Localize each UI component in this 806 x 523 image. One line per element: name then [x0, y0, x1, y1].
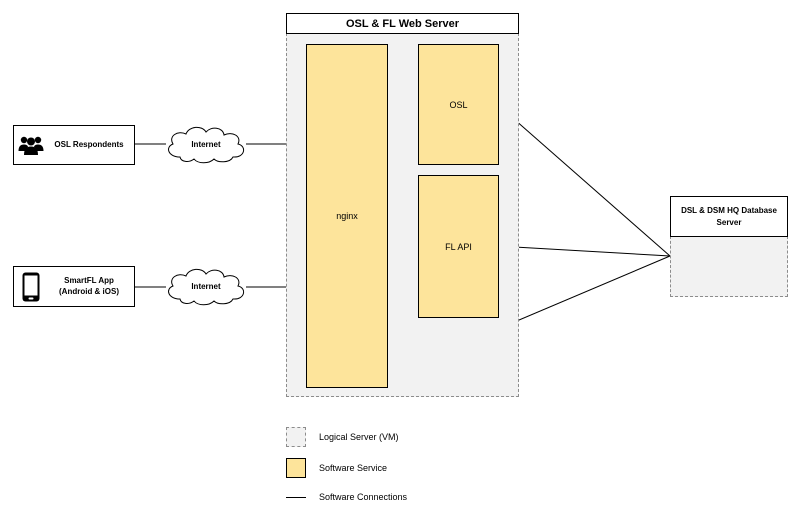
legend-software-connections-label: Software Connections — [319, 492, 408, 502]
users-icon — [18, 129, 44, 161]
service-osl: OSL — [418, 44, 499, 165]
connection-osl-db — [497, 104, 671, 257]
service-osl-label: OSL — [449, 99, 468, 110]
legend-software-service-label: Software Service — [319, 463, 388, 473]
service-nginx: nginx — [306, 44, 388, 388]
web-server-title-text: OSL & FL Web Server — [345, 17, 460, 30]
client-osl-respondents: OSL Respondents — [13, 125, 135, 165]
legend-logical-server-label: Logical Server (VM) — [319, 432, 399, 442]
database-server-vm — [670, 236, 788, 297]
cloud-icon — [168, 126, 245, 164]
database-server-title-text: DSL & DSM HQ Database Server — [681, 206, 777, 227]
connection-flapi-db — [497, 245, 671, 257]
internet-cloud-bottom-label: Internet — [191, 281, 221, 291]
client-smartfl-app-label: SmartFL App (Android & iOS) — [59, 275, 119, 296]
cloud-icon — [168, 268, 245, 306]
mobile-phone-icon — [18, 271, 44, 303]
client-osl-respondents-label: OSL Respondents — [54, 139, 124, 149]
web-server-title: OSL & FL Web Server — [286, 13, 519, 34]
internet-cloud-top-label: Internet — [191, 139, 221, 149]
legend-software-connections-swatch — [286, 497, 306, 498]
internet-cloud-top: Internet — [160, 123, 252, 165]
database-server-title: DSL & DSM HQ Database Server — [670, 196, 788, 237]
legend-software-service-swatch — [286, 458, 306, 478]
client-smartfl-app: SmartFL App (Android & iOS) — [13, 266, 135, 307]
legend-logical-server-swatch — [286, 427, 306, 447]
internet-cloud-bottom: Internet — [160, 265, 252, 307]
service-fl-api: FL API — [418, 175, 499, 318]
service-nginx-label: nginx — [336, 211, 358, 221]
service-fl-api-label: FL API — [445, 241, 472, 252]
